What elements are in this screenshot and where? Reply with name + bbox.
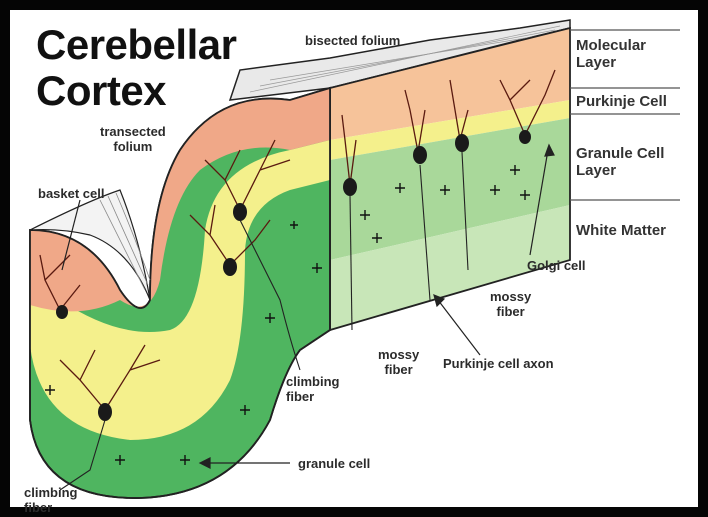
title-line-2: Cortex: [36, 68, 236, 114]
label-basket-cell: basket cell: [38, 186, 105, 201]
label-golgi-cell: Golgi cell: [527, 258, 586, 273]
label-climbing-fiber-mid: climbing fiber: [286, 374, 339, 404]
label-granule-cell: granule cell: [298, 456, 370, 471]
label-mossy-fiber-right: mossy fiber: [490, 289, 531, 319]
label-purkinje-cell-axon: Purkinje cell axon: [443, 356, 554, 371]
layer-label-purkinje: Purkinje Cell: [576, 93, 667, 110]
label-climbing-fiber-bottom: climbing fiber: [24, 485, 77, 515]
layer-label-molecular: Molecular Layer: [576, 37, 646, 71]
title-line-1: Cerebellar: [36, 22, 236, 68]
layer-label-white-matter: White Matter: [576, 222, 666, 239]
label-transected-folium: transected folium: [100, 124, 166, 154]
layer-label-granule: Granule Cell Layer: [576, 145, 664, 179]
label-bisected-folium: bisected folium: [305, 33, 400, 48]
label-mossy-fiber-left: mossy fiber: [378, 347, 419, 377]
diagram-title: Cerebellar Cortex: [36, 22, 236, 114]
